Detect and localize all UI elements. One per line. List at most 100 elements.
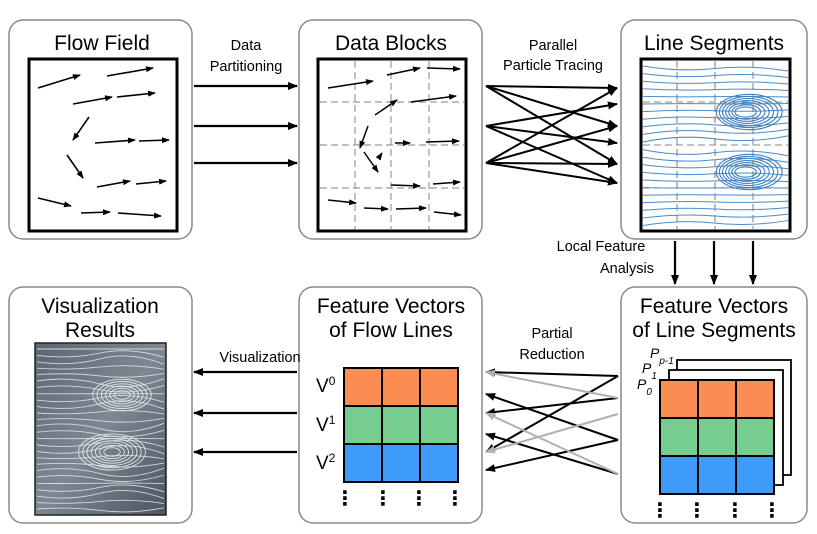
lic-streak	[36, 417, 165, 423]
tracing-arrow	[485, 101, 618, 127]
ellipsis: ⋮	[725, 500, 745, 522]
block-vector	[374, 99, 398, 116]
reduction-arrow	[485, 368, 619, 377]
matrix-cell	[343, 405, 383, 445]
edge-label-line1: Local Feature	[557, 239, 646, 255]
reduction-arrow	[485, 375, 619, 453]
block-vector	[426, 65, 461, 72]
block-grid	[320, 61, 464, 229]
processor-label-pp1: Pp-1	[650, 345, 674, 367]
panel-data-blocks: Data Blocks	[298, 19, 483, 240]
block-vector	[425, 138, 460, 145]
reduction-arrow	[485, 397, 619, 416]
edge-label-line2: Partitioning	[210, 59, 283, 75]
streamline	[642, 128, 789, 135]
processor-label-p0: P0	[637, 376, 652, 398]
streamline	[642, 102, 789, 105]
panel-line-segments: Line Segments	[620, 19, 808, 240]
panel-feature-vectors-line-segments: Feature Vectors of Line Segments Pp-1 P1…	[620, 286, 808, 524]
panel-title-line2: of Flow Lines	[329, 319, 453, 342]
vector-label-v0: V0	[316, 374, 336, 397]
reduction-arrow-bundle	[485, 368, 619, 475]
lic-streak	[36, 454, 165, 460]
vortex-ring	[725, 160, 770, 184]
lic-vortex	[82, 435, 142, 469]
flow-vector	[80, 209, 111, 216]
panel-visualization-results: Visualization Results	[8, 286, 193, 524]
lic-vortex	[100, 383, 144, 407]
streamline	[642, 207, 789, 211]
flow-vector	[94, 137, 136, 144]
streamline	[642, 194, 789, 196]
flow-field-vectors	[37, 66, 170, 219]
streamline	[642, 88, 789, 91]
flow-vector	[72, 116, 90, 141]
panel-title-line2: of Line Segments	[632, 319, 795, 342]
edge-label-line1: Data	[231, 38, 263, 54]
vortex-ring	[731, 104, 762, 120]
edge-label-line2: Reduction	[519, 347, 584, 363]
reduction-arrow-gray	[485, 412, 619, 475]
streamline	[642, 65, 789, 72]
panel-title: Flow Field	[54, 32, 150, 55]
streamline	[642, 80, 789, 85]
matrix-cell	[381, 405, 421, 445]
block-vector	[433, 211, 462, 218]
lic-streak	[36, 410, 165, 415]
lic-streak	[36, 490, 165, 500]
lic-streak	[36, 429, 165, 438]
lic-vortex	[92, 378, 152, 412]
lic-vortex	[78, 433, 146, 471]
block-vector	[390, 182, 421, 189]
flow-vector	[96, 179, 131, 188]
tracing-arrow	[485, 124, 618, 164]
streamline	[642, 149, 789, 157]
lic-vortex	[109, 387, 135, 403]
lic-vortex	[86, 438, 138, 466]
reduction-arrow	[485, 393, 619, 441]
streamline	[642, 164, 789, 170]
block-vector	[363, 205, 389, 212]
tracing-arrow	[485, 162, 618, 186]
lic-streak	[36, 373, 165, 378]
lic-vortex	[113, 390, 131, 400]
ellipsis: ⋮	[687, 500, 707, 522]
segment-feature-matrix	[659, 379, 775, 495]
vortex-ring	[731, 164, 762, 180]
data-block-vectors	[327, 65, 462, 218]
vortex-ring	[728, 102, 766, 122]
tracing-arrow	[485, 87, 618, 164]
matrix-cell	[697, 379, 737, 419]
block-vector	[375, 152, 383, 161]
block-vector	[386, 66, 421, 76]
vortex-ring	[734, 166, 757, 178]
matrix-cell	[697, 417, 737, 457]
streamline	[642, 73, 789, 79]
streamline	[642, 200, 789, 204]
ellipsis: ⋮	[335, 488, 355, 510]
lic-texture	[36, 348, 165, 513]
vortex-ring	[718, 95, 779, 129]
streamline	[642, 179, 789, 183]
lic-streak	[36, 355, 165, 365]
block-vector	[432, 179, 461, 186]
ellipsis: ⋮	[373, 488, 393, 510]
lic-vortex	[94, 442, 130, 462]
flow-vector	[117, 212, 162, 219]
matrix-cell	[659, 417, 699, 457]
flow-vector	[37, 74, 81, 89]
flow-vector	[66, 154, 84, 179]
edge-label: Visualization	[219, 350, 300, 366]
tracing-arrow	[485, 159, 618, 168]
matrix-cell	[659, 455, 699, 495]
flow-line-feature-matrix	[343, 367, 459, 483]
lic-streak	[36, 467, 165, 477]
edge-label-line1: Partial	[531, 326, 572, 342]
matrix-cell	[735, 379, 775, 419]
tracing-arrow	[485, 125, 618, 146]
edge-partial-reduction: Partial Reduction	[485, 326, 619, 475]
panel-feature-vectors-flow-lines: Feature Vectors of Flow Lines V0 V1 V2 ⋮…	[298, 286, 483, 524]
reduction-arrow-gray	[485, 369, 619, 399]
lic-streak	[36, 499, 165, 504]
vortex-ring	[734, 106, 757, 118]
